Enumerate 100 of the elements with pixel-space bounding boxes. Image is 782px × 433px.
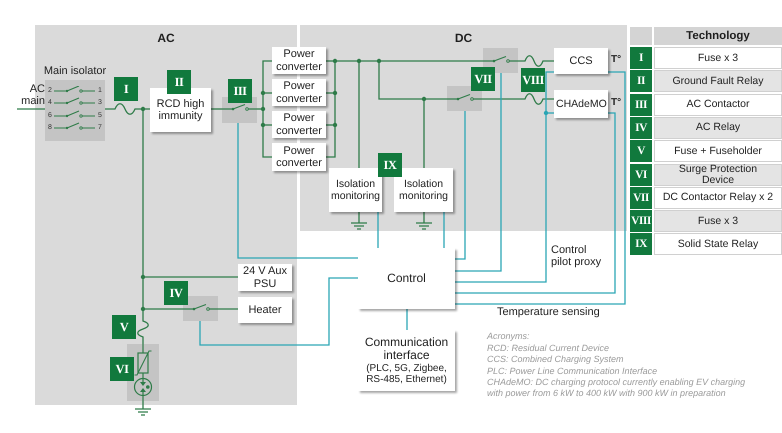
node-text: Isolation monitoring (331, 178, 380, 202)
node-text: Heater (248, 304, 282, 316)
header-cell: Technology (654, 27, 782, 45)
numeral-cell: VIII (630, 210, 652, 232)
table-cell: Fuse x 3 (654, 47, 782, 69)
callout-number: VIII (521, 68, 545, 92)
node-text: CCS (569, 54, 593, 68)
edge-label: Control pilot proxy (551, 244, 602, 268)
numeral-cell: I (630, 47, 652, 69)
table-cell: AC Relay (654, 116, 782, 139)
power-wire (137, 309, 149, 344)
power-wire (482, 93, 554, 105)
node-text: Power converter (275, 112, 323, 137)
power-wire (142, 277, 144, 309)
power-wire (379, 60, 483, 62)
terminal-label: AC main (17, 79, 45, 111)
power-wire (142, 109, 144, 277)
component-box (394, 168, 453, 212)
switch-box (447, 86, 482, 111)
power-wire (142, 401, 144, 409)
power-wire (358, 61, 360, 168)
note-text: CHAdeMO: DC charging protocol currently enabling EV charging with power from 6 kW to 400 kW with 900 kW in preparation (487, 377, 746, 399)
node-text: Power converter (275, 144, 323, 170)
switch-box (183, 296, 218, 321)
node-subtext: (PLC, 5G, Zigbee, RS-485, Ethernet) (365, 362, 448, 386)
power-wire (262, 109, 264, 125)
table-cell: DC Contactor Relay x 2 (654, 186, 782, 209)
control-wire (237, 123, 358, 259)
power-wire (17, 108, 45, 110)
component-box (150, 88, 211, 132)
power-wire (143, 276, 238, 278)
control-wire (455, 73, 502, 272)
numeral-cell: IX (630, 233, 652, 256)
numeral-cell: II (630, 70, 652, 92)
table-cell: AC Contactor (654, 94, 782, 116)
power-wire (424, 98, 447, 100)
node-text: Control (387, 272, 426, 286)
callout-number: I (114, 77, 138, 101)
control-wire (406, 309, 408, 330)
numeral-cell: VII (630, 186, 652, 209)
callout-number: IV (164, 281, 188, 305)
panel-title: DC (454, 31, 472, 45)
edge-label: Temperature sensing (497, 306, 600, 318)
callout-number: V (112, 315, 136, 339)
callout-number: II (167, 70, 191, 94)
control-wire (455, 71, 626, 305)
node-text: Communication interface (364, 336, 450, 362)
sensor-label: T° (611, 97, 622, 108)
callout-number: III (228, 79, 252, 103)
surge-protector-box (127, 344, 159, 401)
power-wire (335, 60, 359, 62)
power-wire (105, 103, 143, 115)
power-wire (358, 212, 360, 223)
table-cell: Ground Fault Relay (654, 70, 782, 92)
numeral-cell: III (630, 94, 652, 116)
note-text: CCS: Combined Charging System (487, 354, 624, 365)
node-text: RCD high immunity (156, 98, 206, 122)
node-text: Isolation monitoring (398, 178, 450, 202)
callout-number: VII (471, 67, 495, 91)
component-box (238, 297, 292, 323)
power-wire (518, 55, 554, 67)
component-box (329, 168, 382, 212)
power-wire (378, 61, 424, 100)
control-wire (455, 112, 616, 294)
note-text: RCD: Residual Current Device (487, 343, 610, 354)
control-wire (455, 113, 547, 283)
control-wire (377, 212, 379, 248)
power-wire (423, 212, 425, 223)
note-text: Acronyms: (487, 331, 530, 342)
table-cell: Solid State Relay (654, 233, 782, 256)
control-wire (545, 71, 554, 113)
power-wire (326, 125, 336, 158)
control-wire (455, 111, 466, 260)
numeral-cell: V (630, 140, 652, 162)
control-wire (199, 277, 358, 346)
power-wire (423, 99, 425, 168)
node-text: Power converter (275, 80, 323, 105)
power-wire (334, 61, 336, 93)
table-cell: Fuse x 3 (654, 210, 782, 232)
node-text: 24 V Aux PSU (242, 265, 288, 290)
sensor-label: T° (611, 54, 622, 65)
power-wire (359, 60, 379, 62)
callout-number: VI (110, 357, 134, 381)
power-wire (262, 60, 272, 93)
power-wire (262, 125, 272, 158)
node-text: CHAdeMO (556, 98, 606, 110)
node-text: Power converter (275, 48, 323, 73)
note-text: PLC: Power Line Communication Interface (487, 366, 658, 377)
callout-number: IX (378, 153, 402, 177)
table-cell: Fuse + Fuseholder (654, 140, 782, 162)
table-cell: Surge Protection Device (654, 164, 782, 186)
power-wire (143, 308, 183, 310)
power-wire (218, 308, 238, 310)
panel-title: AC (157, 31, 175, 45)
numeral-cell: VI (630, 164, 652, 186)
power-wire (262, 93, 264, 109)
control-wire (443, 212, 445, 248)
power-wire (211, 108, 222, 110)
power-wire (334, 93, 336, 125)
numeral-cell: IV (630, 116, 652, 139)
